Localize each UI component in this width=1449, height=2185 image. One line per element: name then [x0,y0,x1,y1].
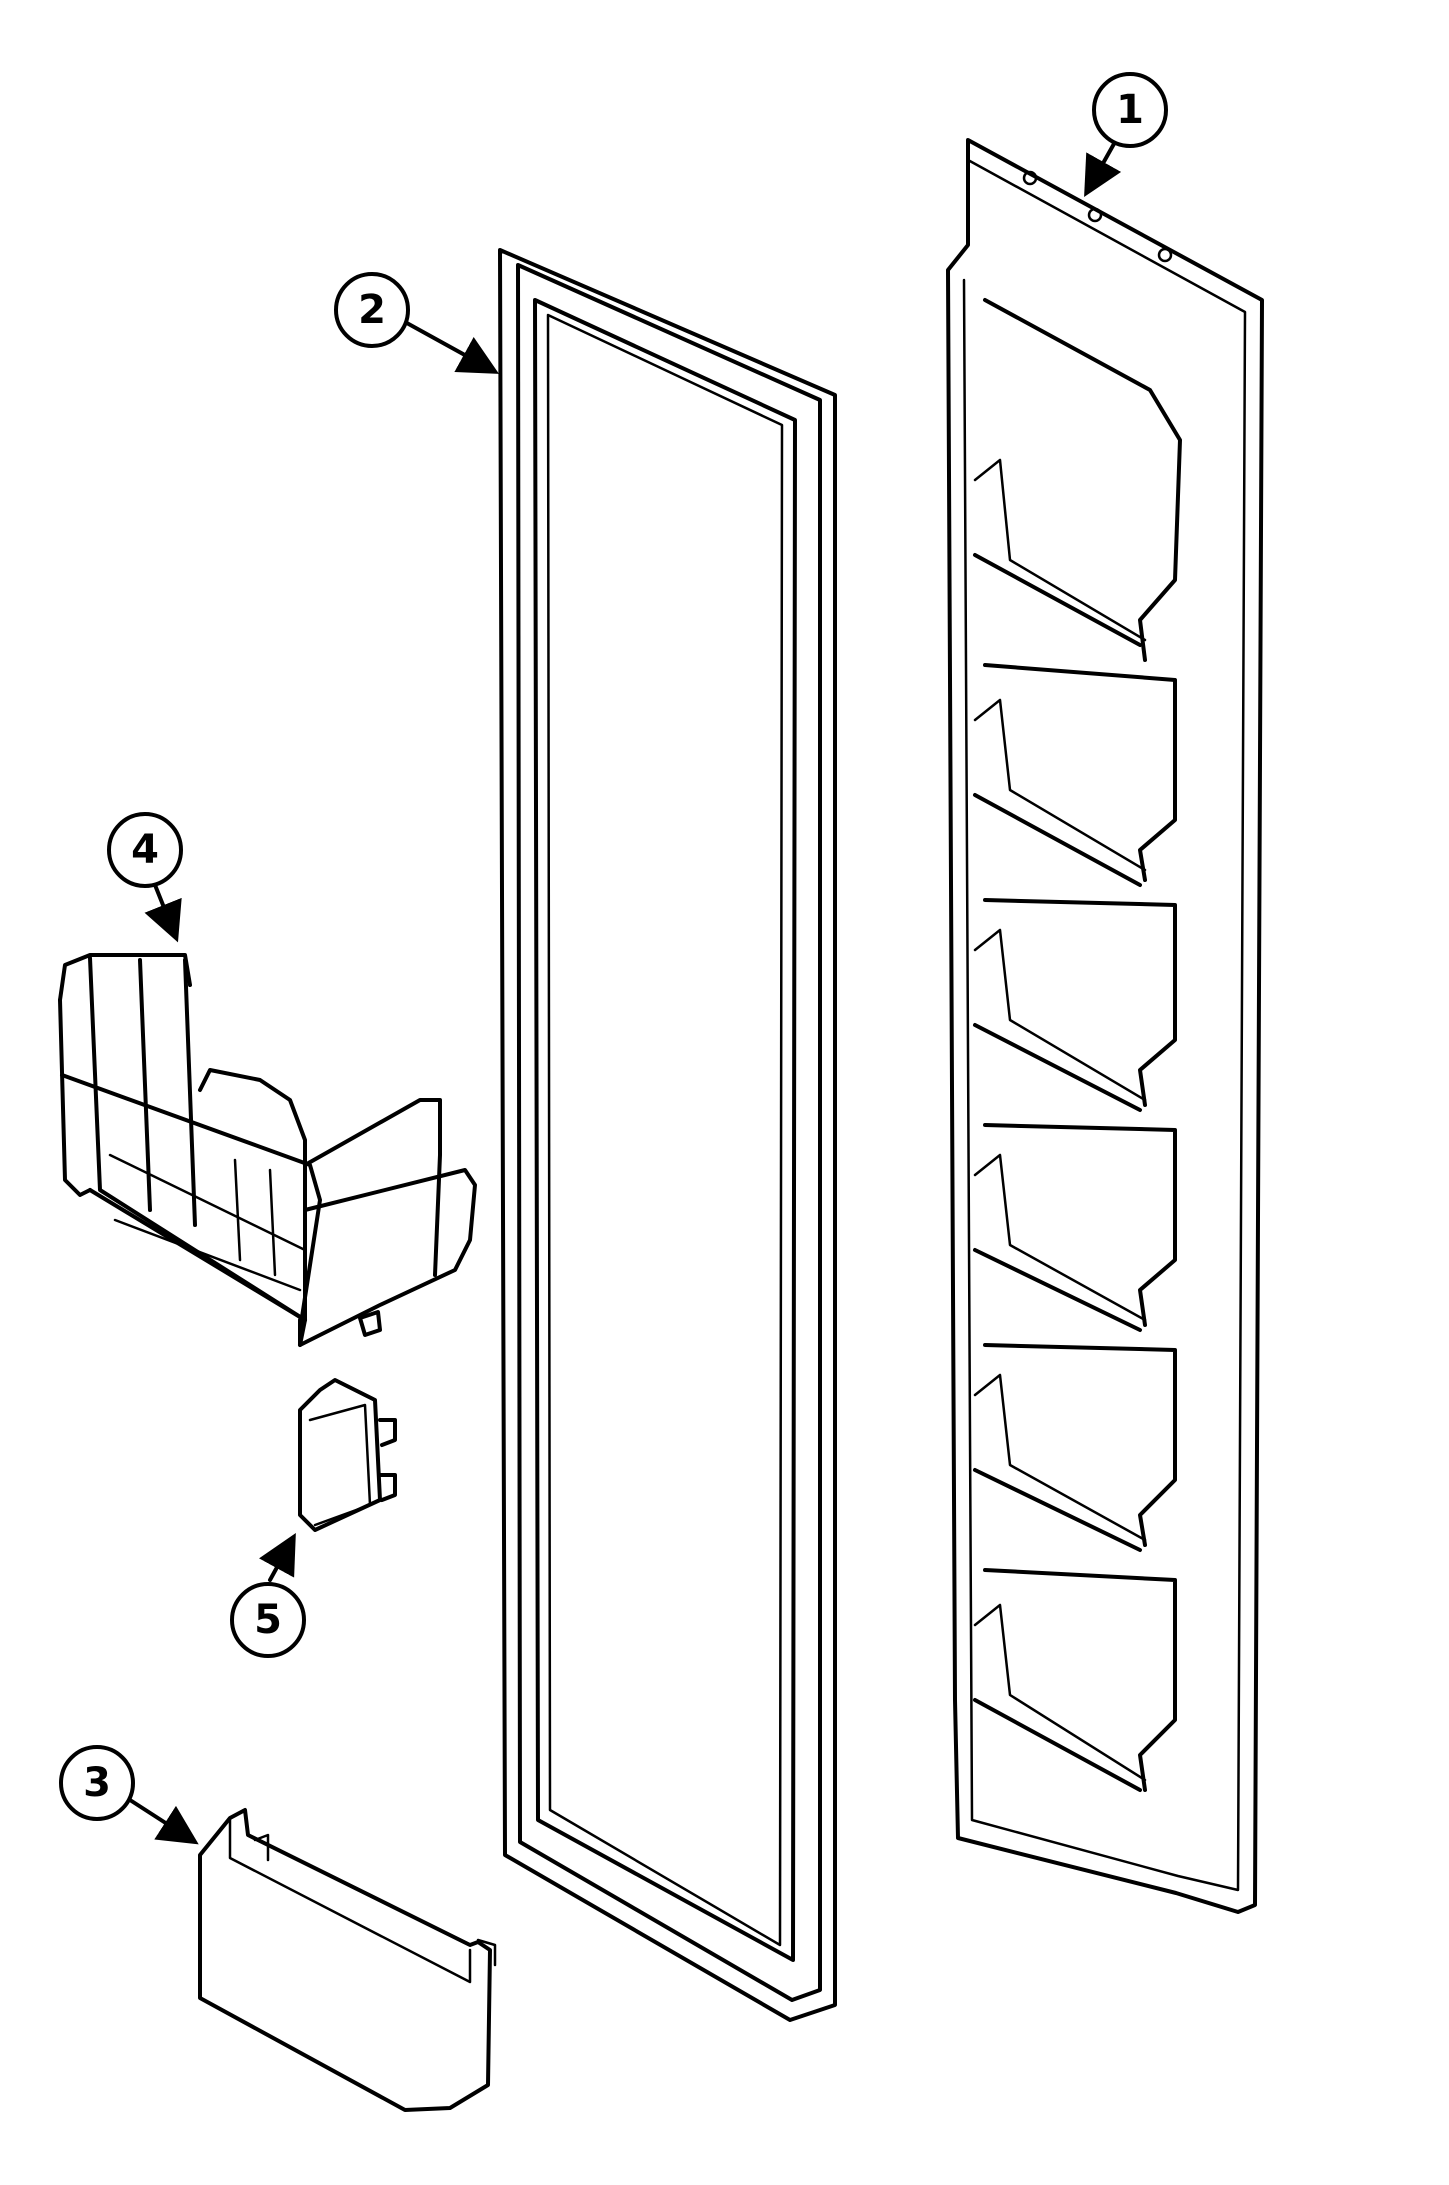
door-shelves [973,298,1182,1792]
callout-3-label: 3 [83,1760,111,1806]
callout-4: 4 [107,812,183,943]
callout-1-label: 1 [1116,87,1144,133]
callout-3: 3 [59,1745,199,1845]
door-bin-part [198,1808,497,2112]
callout-4-label: 4 [131,827,159,873]
clip-part [298,1378,397,1532]
callout-1: 1 [1084,72,1168,197]
callout-5: 5 [230,1532,306,1658]
wire-basket-part [58,953,477,1347]
callout-2: 2 [334,272,500,374]
callout-5-label: 5 [254,1597,282,1643]
callout-2-label: 2 [358,287,386,333]
door-liner-part [946,138,1264,1914]
door-gasket-part [498,248,837,2022]
